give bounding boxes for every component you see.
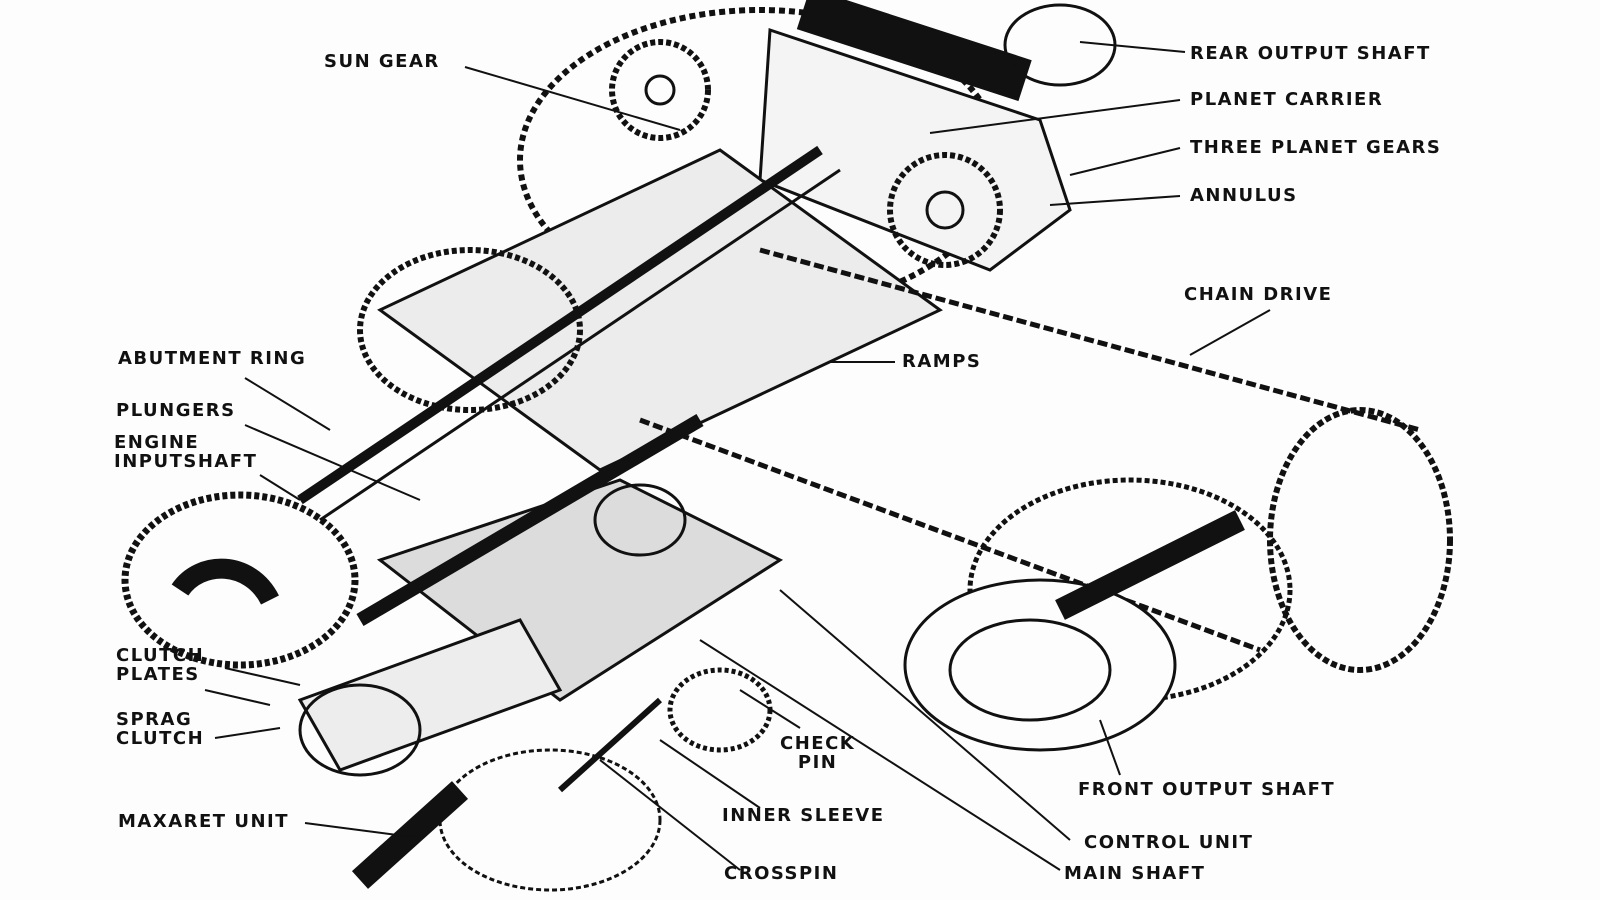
planet-gears	[609, 39, 1003, 268]
label-rear-output-shaft: REAR OUTPUT SHAFT	[1190, 43, 1431, 64]
label-inner-sleeve: INNER SLEEVE	[722, 805, 885, 826]
label-main-shaft: MAIN SHAFT	[1064, 863, 1206, 884]
label-three-planet-gears: THREE PLANET GEARS	[1190, 137, 1442, 158]
front-output-flange	[903, 477, 1293, 752]
label-chain-drive: CHAIN DRIVE	[1184, 284, 1333, 305]
label-engine-input-shaft: ENGINE INPUTSHAFT	[114, 432, 258, 472]
label-sun-gear: SUN GEAR	[324, 51, 440, 72]
label-annulus: ANNULUS	[1190, 185, 1298, 206]
label-sprag-clutch: SPRAG CLUTCH	[116, 709, 205, 749]
input-gear	[121, 491, 359, 669]
label-front-output-shaft: FRONT OUTPUT SHAFT	[1078, 779, 1336, 800]
label-crosspin: CROSSPIN	[724, 863, 839, 884]
label-plungers: PLUNGERS	[116, 400, 236, 421]
label-planet-carrier: PLANET CARRIER	[1190, 89, 1384, 110]
label-clutch-plates: CLUTCH PLATES	[116, 645, 205, 685]
label-control-unit: CONTROL UNIT	[1084, 832, 1254, 853]
maxaret-shaft	[297, 618, 773, 892]
label-ramps: RAMPS	[902, 351, 982, 372]
label-abutment-ring: ABUTMENT RING	[118, 348, 307, 369]
label-maxaret-unit: MAXARET UNIT	[118, 811, 290, 832]
chain-drive-band	[639, 247, 1453, 673]
label-check-pin: CHECK PIN	[780, 733, 856, 773]
leader-lines	[204, 41, 1271, 871]
input-drum	[297, 145, 943, 522]
